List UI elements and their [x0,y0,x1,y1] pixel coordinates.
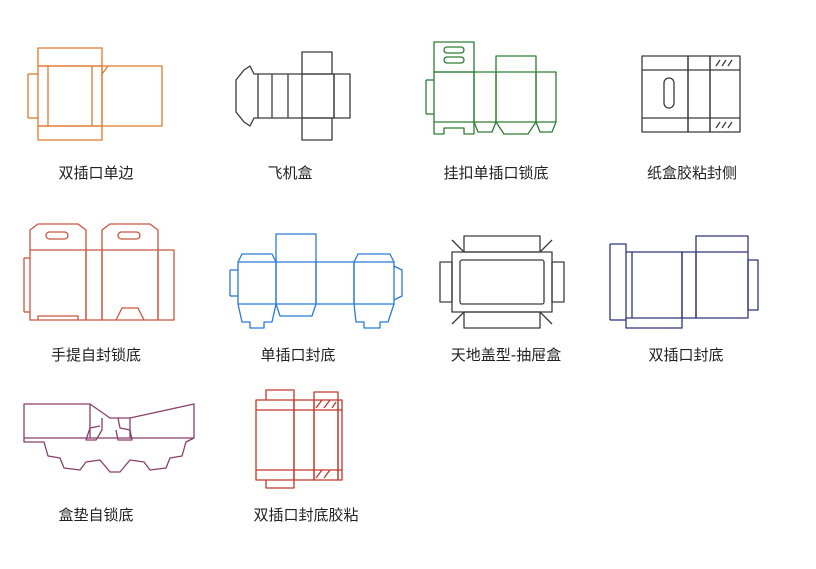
dieline-pad-lock-bottom [23,403,195,473]
item-label: 单插口封底 [260,346,336,364]
dieline-double-tuck-seal-bottom-glued [255,389,343,489]
item-single-tuck-seal-bottom[interactable]: 单插口封底 [228,228,408,368]
item-hanger-tuck-lock-bottom[interactable]: 挂扣单插口锁底 [424,38,574,184]
item-double-tuck-seal-bottom-glued[interactable]: 双插口封底胶粘 [246,386,386,536]
item-double-tuck-single-side[interactable]: 双插口单边 [24,44,174,184]
item-handle-lock-bottom[interactable]: 手提自封锁底 [22,220,182,370]
item-label: 双插口封底胶粘 [253,506,359,524]
dieline-glued-side-seal [641,55,741,133]
dieline-handle-lock-bottom [23,223,175,321]
item-pad-lock-bottom[interactable]: 盒垫自锁底 [20,398,200,538]
item-label: 双插口单边 [58,164,134,182]
dieline-hanger-tuck-lock-bottom [425,41,557,135]
dieline-single-tuck-seal-bottom [229,233,403,329]
item-label: 飞机盒 [267,164,313,182]
dieline-double-tuck-seal-bottom [609,235,759,329]
item-label: 盒垫自锁底 [58,506,134,524]
item-label: 双插口封底 [648,346,724,364]
item-label: 天地盖型-抽屉盒 [450,346,562,364]
item-lid-base-drawer-box[interactable]: 天地盖型-抽屉盒 [436,232,586,370]
item-double-tuck-seal-bottom[interactable]: 双插口封底 [606,230,766,370]
dieline-lid-base-drawer-box [439,235,565,329]
item-glued-side-seal[interactable]: 纸盒胶粘封侧 [630,46,760,184]
item-mailer-box[interactable]: 飞机盒 [232,44,362,184]
item-label: 纸盒胶粘封侧 [646,164,738,182]
dieline-mailer-box [235,51,351,141]
item-label: 挂扣单插口锁底 [443,164,549,182]
dieline-double-tuck-single-side [27,47,163,141]
item-label: 手提自封锁底 [50,346,142,364]
